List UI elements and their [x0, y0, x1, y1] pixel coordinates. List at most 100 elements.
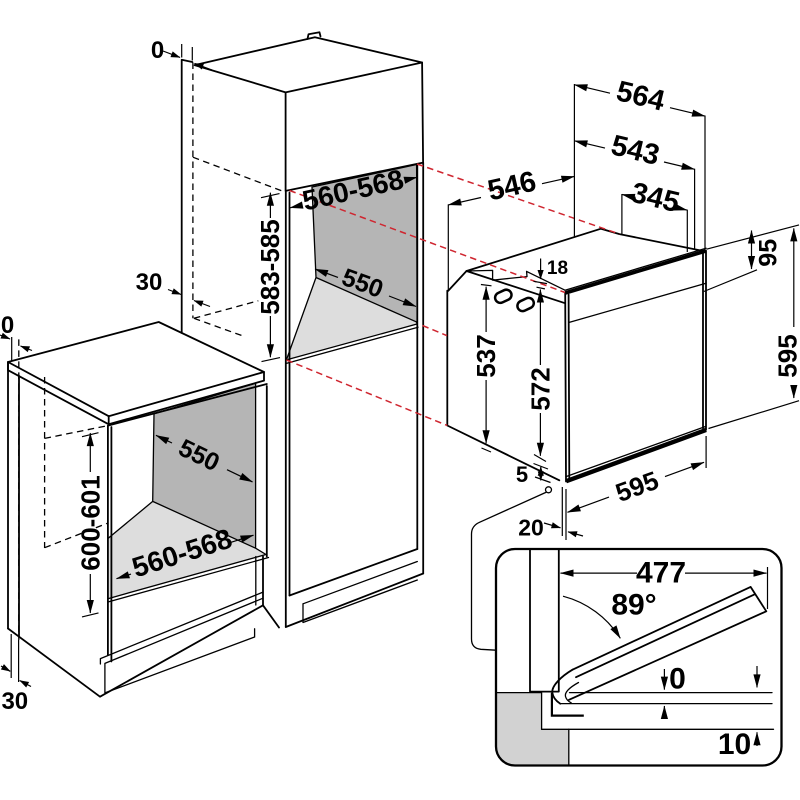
dimension-line [663, 161, 696, 170]
detail-line [107, 556, 270, 603]
dimension-line [314, 268, 339, 278]
dim-label: 564 [613, 75, 668, 117]
detail-line [470, 491, 547, 651]
projection-line [286, 359, 448, 427]
dimension-line [673, 203, 688, 211]
outline [262, 385, 268, 607]
outline [193, 36, 423, 94]
dim-detail-door-gap: 0 [660, 663, 761, 719]
outline [284, 548, 425, 628]
dimension-line [447, 196, 482, 206]
dimension-line [561, 487, 567, 540]
dimension-line [480, 283, 492, 453]
dimension-line [388, 295, 417, 308]
detail-line [565, 425, 707, 478]
outline [568, 586, 768, 701]
dim-base-top-gap: 0 [0, 312, 33, 362]
projection-line [422, 324, 448, 337]
dimension-line [19, 679, 32, 688]
dimension-line [567, 496, 610, 513]
dim-oven-control-height: 95 [703, 224, 800, 293]
dimension-line [562, 595, 621, 639]
detail-oven-door [551, 586, 768, 705]
base-niche-side-wall [152, 383, 256, 549]
dim-label: 89° [611, 589, 656, 622]
outline [446, 270, 566, 482]
detail-line [107, 382, 267, 600]
dim-detail-door-width: 477 [560, 556, 769, 609]
dim-detail-plinth-clearance: 10 [718, 728, 761, 761]
oven-vents [493, 288, 536, 313]
dim-oven-depth-front: 345 [621, 177, 688, 219]
dimension-line [116, 571, 132, 580]
outline [284, 190, 291, 628]
dimension-line [10, 634, 20, 682]
dimension-line [567, 531, 584, 538]
dim-oven-body-height: 537 [471, 283, 501, 453]
dimension-line [533, 280, 548, 285]
detail-line [465, 269, 566, 291]
dim-label: 95 [755, 239, 783, 267]
dim-label: 5 [516, 462, 528, 487]
tall-niche-floor [286, 277, 418, 360]
dimension-line [447, 84, 706, 290]
dim-label: 543 [608, 129, 663, 171]
dimension-line [664, 461, 705, 478]
outline [180, 58, 194, 334]
dim-oven-front-height: 595 [708, 227, 800, 430]
vent-oval [516, 296, 536, 313]
vent-oval [493, 288, 513, 305]
outline [529, 548, 560, 693]
detail-line [302, 560, 418, 624]
projection-line [289, 189, 566, 294]
dim-label: 595 [611, 465, 662, 508]
dim-tall-niche-height: 583-585 [255, 192, 285, 363]
detail-line [99, 591, 264, 694]
detail-line [285, 326, 419, 365]
dimension-line [155, 434, 173, 445]
dim-label: 0 [151, 37, 164, 64]
leader-origin-circle [544, 486, 553, 494]
detail-box-border [494, 547, 783, 767]
dim-label: 537 [471, 334, 501, 377]
dimension-line [0, 332, 11, 340]
detail-view: 477 89° 0 10 [494, 547, 783, 767]
detail-line [564, 681, 580, 704]
dim-oven-depth-niche: 546 [447, 166, 575, 207]
outline [306, 31, 322, 40]
oven [446, 227, 707, 484]
outline [7, 361, 20, 638]
dimension-line [193, 299, 211, 308]
dim-oven-fascia: 18 [533, 258, 568, 285]
dimension-line [0, 664, 11, 672]
outline [416, 161, 425, 575]
thick-edge-line [565, 427, 707, 484]
outline [702, 249, 707, 431]
tall-cabinet [180, 31, 425, 628]
dim-label: 0 [669, 663, 686, 696]
thick-edge-line [550, 692, 584, 717]
dim-label: 477 [636, 556, 686, 589]
dimension-line [573, 140, 606, 149]
outline [564, 291, 571, 483]
dim-label: 20 [518, 515, 544, 541]
dim-oven-inner-height: 572 [525, 286, 555, 463]
detail-line [495, 691, 570, 766]
dim-label: 10 [718, 728, 751, 761]
dim-label: 0 [1, 312, 14, 339]
detail-line [568, 282, 707, 324]
base-niche-floor [107, 501, 267, 599]
dim-label: 600-601 [75, 475, 105, 570]
dim-label: 30 [1, 688, 28, 715]
dim-base-bottom-clearance: 30 [0, 634, 32, 715]
dimension-line [167, 288, 182, 296]
dim-tall-top-gap: 0 [151, 37, 213, 71]
outline [107, 383, 268, 663]
detail-leader [470, 486, 553, 651]
dimension-line [226, 469, 253, 483]
dimension-line [573, 84, 611, 94]
dim-label: 595 [773, 334, 800, 377]
dimension-line [541, 175, 575, 185]
dimension-line [533, 462, 551, 484]
